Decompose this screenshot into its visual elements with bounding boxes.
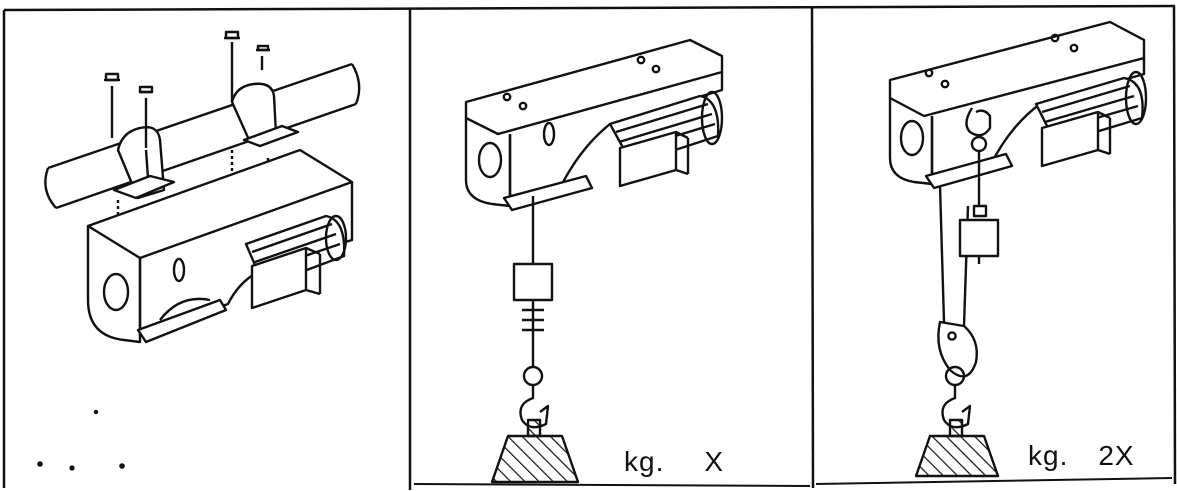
top-hook-3 xyxy=(965,107,992,153)
handle-2 xyxy=(502,174,594,212)
panel-mounting xyxy=(37,30,361,471)
multiplier-label: X xyxy=(704,446,725,477)
control-box xyxy=(250,246,322,310)
control-box-2 xyxy=(618,130,690,188)
hoist-body xyxy=(86,148,354,344)
mounting-bracket-right xyxy=(230,82,300,148)
load-2 xyxy=(490,418,580,484)
pulley-block-3 xyxy=(937,320,978,378)
panel-single-line xyxy=(464,38,724,484)
load-3 xyxy=(914,418,1000,478)
limit-block-2 xyxy=(512,262,554,332)
bottom-hook-3 xyxy=(941,365,972,429)
control-box-3 xyxy=(1040,110,1112,168)
panel-double-line xyxy=(888,20,1148,478)
unit-label: kg. xyxy=(624,446,665,477)
handle-3 xyxy=(924,152,1014,190)
scan-specks xyxy=(37,409,125,471)
handle xyxy=(136,297,228,344)
multiplier-label: 2X xyxy=(1098,440,1135,471)
unit-label: kg. xyxy=(1028,440,1069,471)
cable-3 xyxy=(938,150,981,327)
mounting-bracket-left xyxy=(112,126,176,200)
panel-frame xyxy=(2,4,1177,490)
load-label-single-line: kg. X xyxy=(624,446,724,478)
beam xyxy=(44,62,361,210)
hoist-body-3 xyxy=(888,20,1146,186)
hook-2 xyxy=(519,365,550,429)
limit-block-3 xyxy=(958,204,1000,258)
load-label-double-line: kg. 2X xyxy=(1028,440,1135,472)
